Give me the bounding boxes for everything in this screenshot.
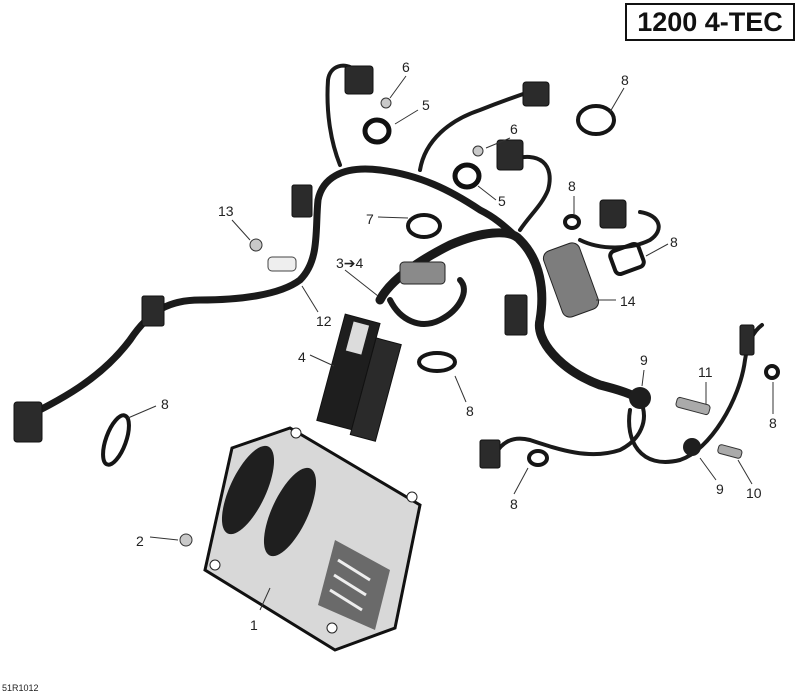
tie-wraps: [101, 104, 780, 467]
fuse-holder: [316, 313, 402, 442]
ecm-screw-2: [179, 533, 193, 547]
callout-13: 13: [218, 203, 234, 219]
callout-9b: 9: [716, 481, 724, 497]
model-label: 1200 4-TEC: [625, 3, 795, 41]
screw-6b: [472, 145, 484, 157]
callout-8g: 8: [769, 415, 777, 431]
callout-8e: 8: [161, 396, 169, 412]
reference-code: 51R1012: [2, 683, 39, 693]
callout-1: 1: [250, 617, 258, 633]
connector-far-right: [739, 324, 755, 356]
connector-left: [141, 295, 165, 327]
connector-bottom: [479, 439, 501, 469]
fasteners: [179, 97, 743, 547]
callout-8d: 8: [466, 403, 474, 419]
callout-10: 10: [746, 485, 762, 501]
callout-11: 11: [698, 364, 713, 380]
tie-wrap-8a: [576, 104, 616, 136]
callout-6b: 6: [510, 121, 518, 137]
tie-wrap-8g: [764, 364, 780, 380]
connector-top-left: [344, 65, 374, 95]
tie-wrap-8b: [563, 214, 581, 230]
callout-6a: 6: [402, 59, 410, 75]
screw-10: [717, 444, 743, 459]
connector-left-mid: [291, 184, 313, 218]
ground-terminal: [267, 256, 297, 272]
connector-lower-mid: [504, 294, 528, 336]
connector-right: [599, 199, 627, 229]
tie-wrap-8c: [608, 242, 646, 276]
clip-7: [406, 213, 442, 239]
callout-8a: 8: [621, 72, 629, 88]
connector-upper-mid: [496, 139, 524, 171]
grommets: [362, 117, 701, 456]
callout-7: 7: [366, 211, 374, 227]
callout-14: 14: [620, 293, 636, 309]
callouts: 1 2 3➔4 4 5 5 6 6 7 8 8 8 8 8 8 8 9 9 10…: [136, 59, 777, 633]
callout-8b: 8: [568, 178, 576, 194]
screw-6a: [380, 97, 392, 109]
grommet-5a: [362, 117, 392, 145]
callout-5b: 5: [498, 193, 506, 209]
sensor-connector-14: [542, 242, 600, 318]
wiring-harness: [16, 63, 764, 464]
callout-5a: 5: [422, 97, 430, 113]
clamp-9a: [629, 387, 651, 409]
callout-2: 2: [136, 533, 144, 549]
ecm-module: [203, 426, 422, 652]
callout-9a: 9: [640, 352, 648, 368]
connector-top-right: [522, 81, 550, 107]
grommet-5b: [452, 162, 482, 190]
leader-lines: [127, 75, 774, 611]
callout-8c: 8: [670, 234, 678, 250]
ground-screw-13: [249, 238, 263, 252]
callout-4: 4: [298, 349, 306, 365]
relay-3: [399, 261, 446, 285]
tie-wrap-8f: [527, 449, 549, 467]
callout-3-4: 3➔4: [336, 255, 364, 271]
tie-wrap-8d: [417, 351, 457, 373]
connectors: [13, 65, 755, 469]
clamp-9b: [683, 438, 701, 456]
tie-wrap-8e: [101, 413, 131, 467]
connector-far-left: [13, 401, 43, 443]
callout-8f: 8: [510, 496, 518, 512]
screw-11: [675, 396, 711, 416]
callout-12: 12: [316, 313, 332, 329]
